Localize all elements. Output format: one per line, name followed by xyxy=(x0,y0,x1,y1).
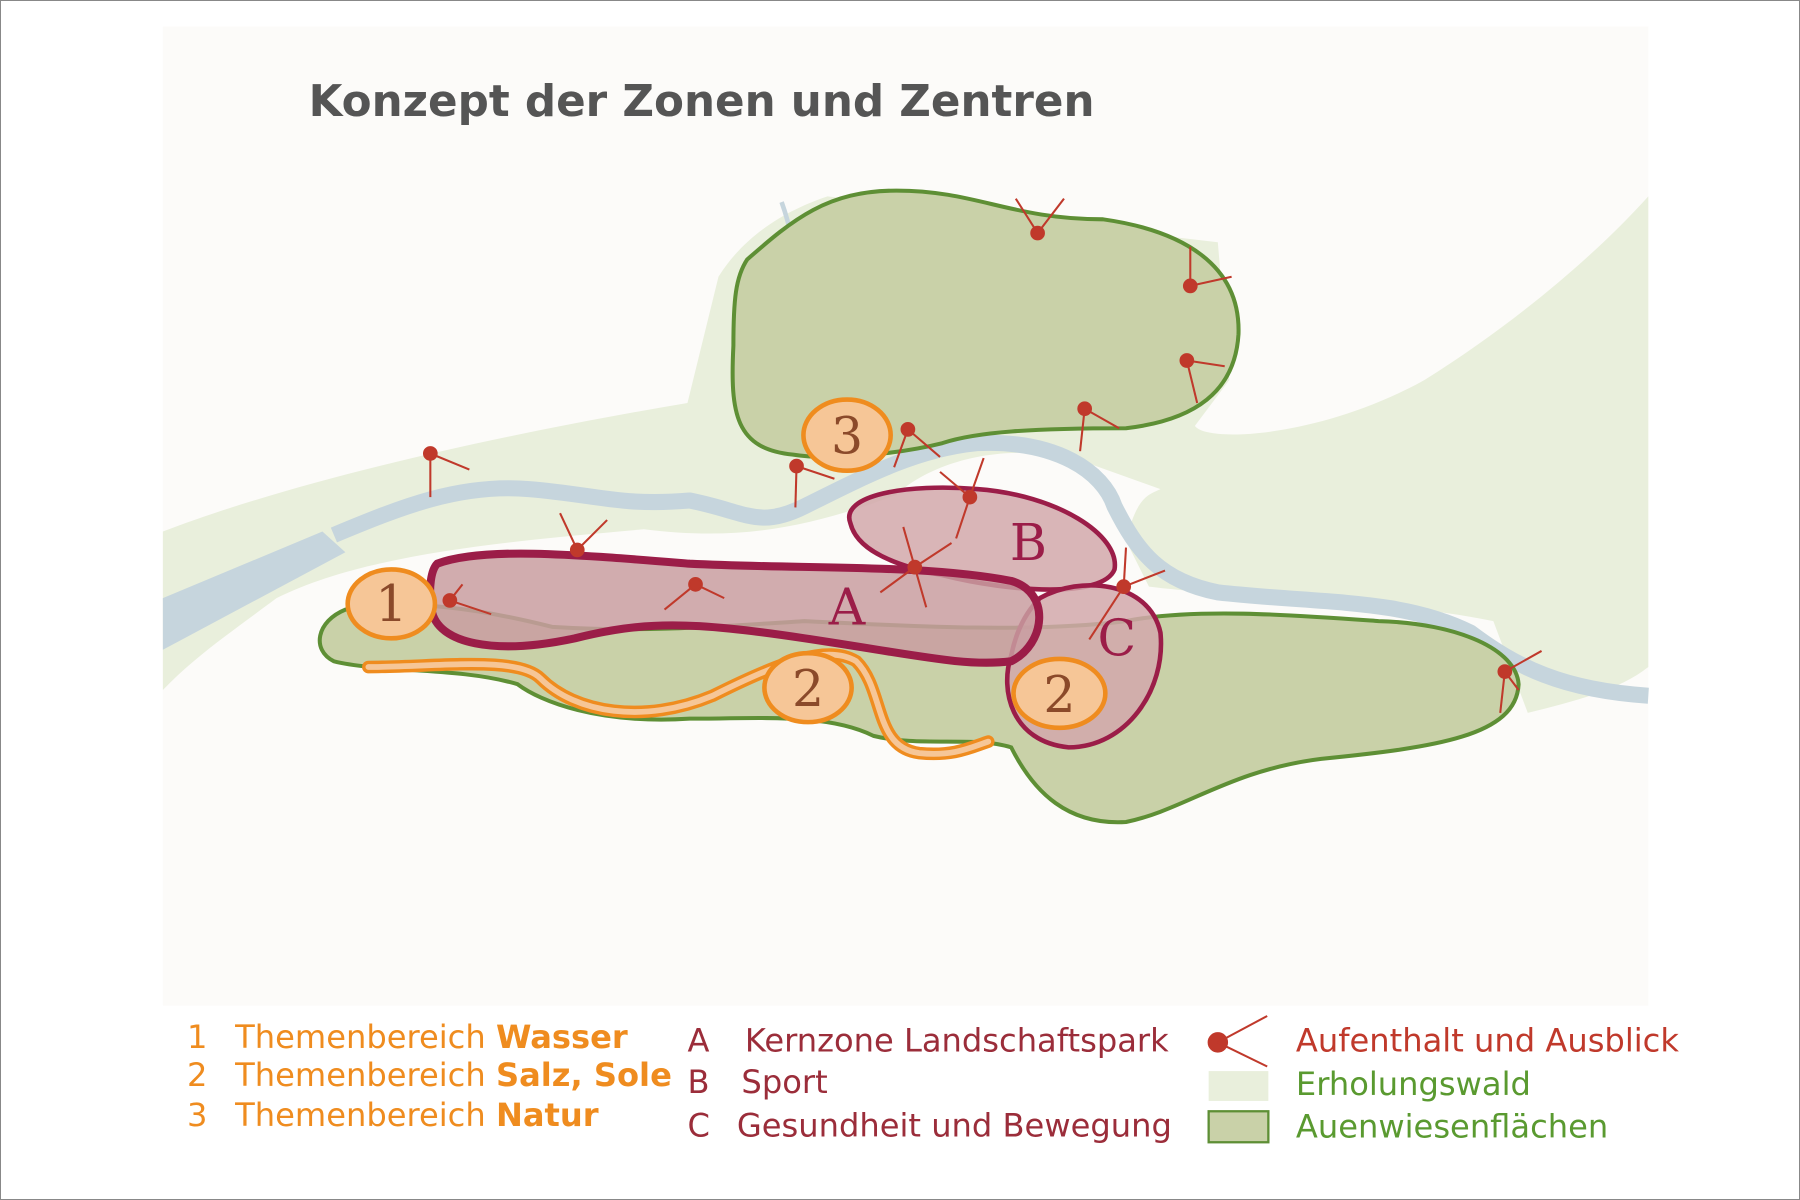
viewpoint-marker xyxy=(422,446,470,498)
legend-zone-name: Gesundheit und Bewegung xyxy=(737,1107,1172,1145)
legend-zone-name: Kernzone Landschaftspark xyxy=(745,1022,1169,1060)
viewpoint-marker xyxy=(1077,401,1120,452)
viewpoint-marker xyxy=(939,457,985,539)
theme-1-label: 1 xyxy=(375,574,407,633)
viewpoint-marker xyxy=(663,577,725,611)
viewpoint-marker xyxy=(879,526,953,608)
viewpoint-marker xyxy=(893,422,941,468)
legend-theme-prefix: Themenbereich xyxy=(234,1018,486,1056)
theme-2-label: 2 xyxy=(1043,665,1075,724)
viewpoint-marker xyxy=(1497,650,1543,714)
legend-theme-name: Salz, Sole xyxy=(496,1056,672,1094)
legend-zone-name: Sport xyxy=(741,1063,827,1101)
legend-theme-num: 3 xyxy=(187,1096,207,1134)
recreation-forest-swatch xyxy=(1208,1071,1269,1101)
theme-3-label: 3 xyxy=(831,406,863,465)
viewpoints xyxy=(422,198,1543,714)
viewpoint-marker xyxy=(789,458,835,508)
legend-meadow-label: Auenwiesenflächen xyxy=(1296,1108,1608,1146)
theme-2-label: 2 xyxy=(792,659,824,718)
zone-a xyxy=(426,549,1044,667)
viewpoint-marker xyxy=(559,512,608,558)
floodplain-meadow-swatch xyxy=(1207,1110,1270,1144)
legend-zone-letter: B xyxy=(687,1063,709,1101)
viewpoint-marker xyxy=(1179,353,1225,404)
zone-a-label: A xyxy=(828,578,866,637)
viewpoint-icon xyxy=(1207,1015,1268,1068)
legend-zones: A Kernzone Landschaftspark B Sport C Ges… xyxy=(687,1022,1171,1145)
viewpoint-marker xyxy=(442,583,492,616)
map-title: Konzept der Zonen und Zentren xyxy=(309,77,1095,127)
legend: 1 Themenbereich Wasser 2 Themenbereich S… xyxy=(187,1015,1679,1146)
viewpoint-marker xyxy=(1014,198,1065,241)
legend-theme-3: Themenbereich Natur xyxy=(234,1096,599,1134)
legend-theme-2: Themenbereich Salz, Sole xyxy=(234,1056,672,1094)
legend-theme-num: 2 xyxy=(187,1056,207,1094)
legend-theme-name: Natur xyxy=(496,1096,599,1134)
viewpoint-marker xyxy=(1182,246,1232,294)
theme-circles xyxy=(345,397,1108,731)
legend-theme-prefix: Themenbereich xyxy=(234,1056,486,1094)
river-channel xyxy=(162,531,346,650)
river xyxy=(330,434,1649,704)
legend-themes: 1 Themenbereich Wasser 2 Themenbereich S… xyxy=(187,1018,672,1134)
legend-theme-prefix: Themenbereich xyxy=(234,1096,486,1134)
legend-theme-num: 1 xyxy=(187,1018,207,1056)
legend-zone-letter: A xyxy=(687,1022,709,1060)
legend-viewpoint-label: Aufenthalt und Ausblick xyxy=(1296,1022,1679,1060)
meadow-north xyxy=(730,188,1241,459)
viewpoint-marker xyxy=(1088,547,1166,641)
legend-theme-name: Wasser xyxy=(496,1018,628,1056)
zone-b-label: B xyxy=(1010,513,1047,572)
legend-theme-1: Themenbereich Wasser xyxy=(234,1018,628,1056)
legend-zone-letter: C xyxy=(687,1107,709,1145)
legend-forest-label: Erholungswald xyxy=(1296,1065,1531,1103)
